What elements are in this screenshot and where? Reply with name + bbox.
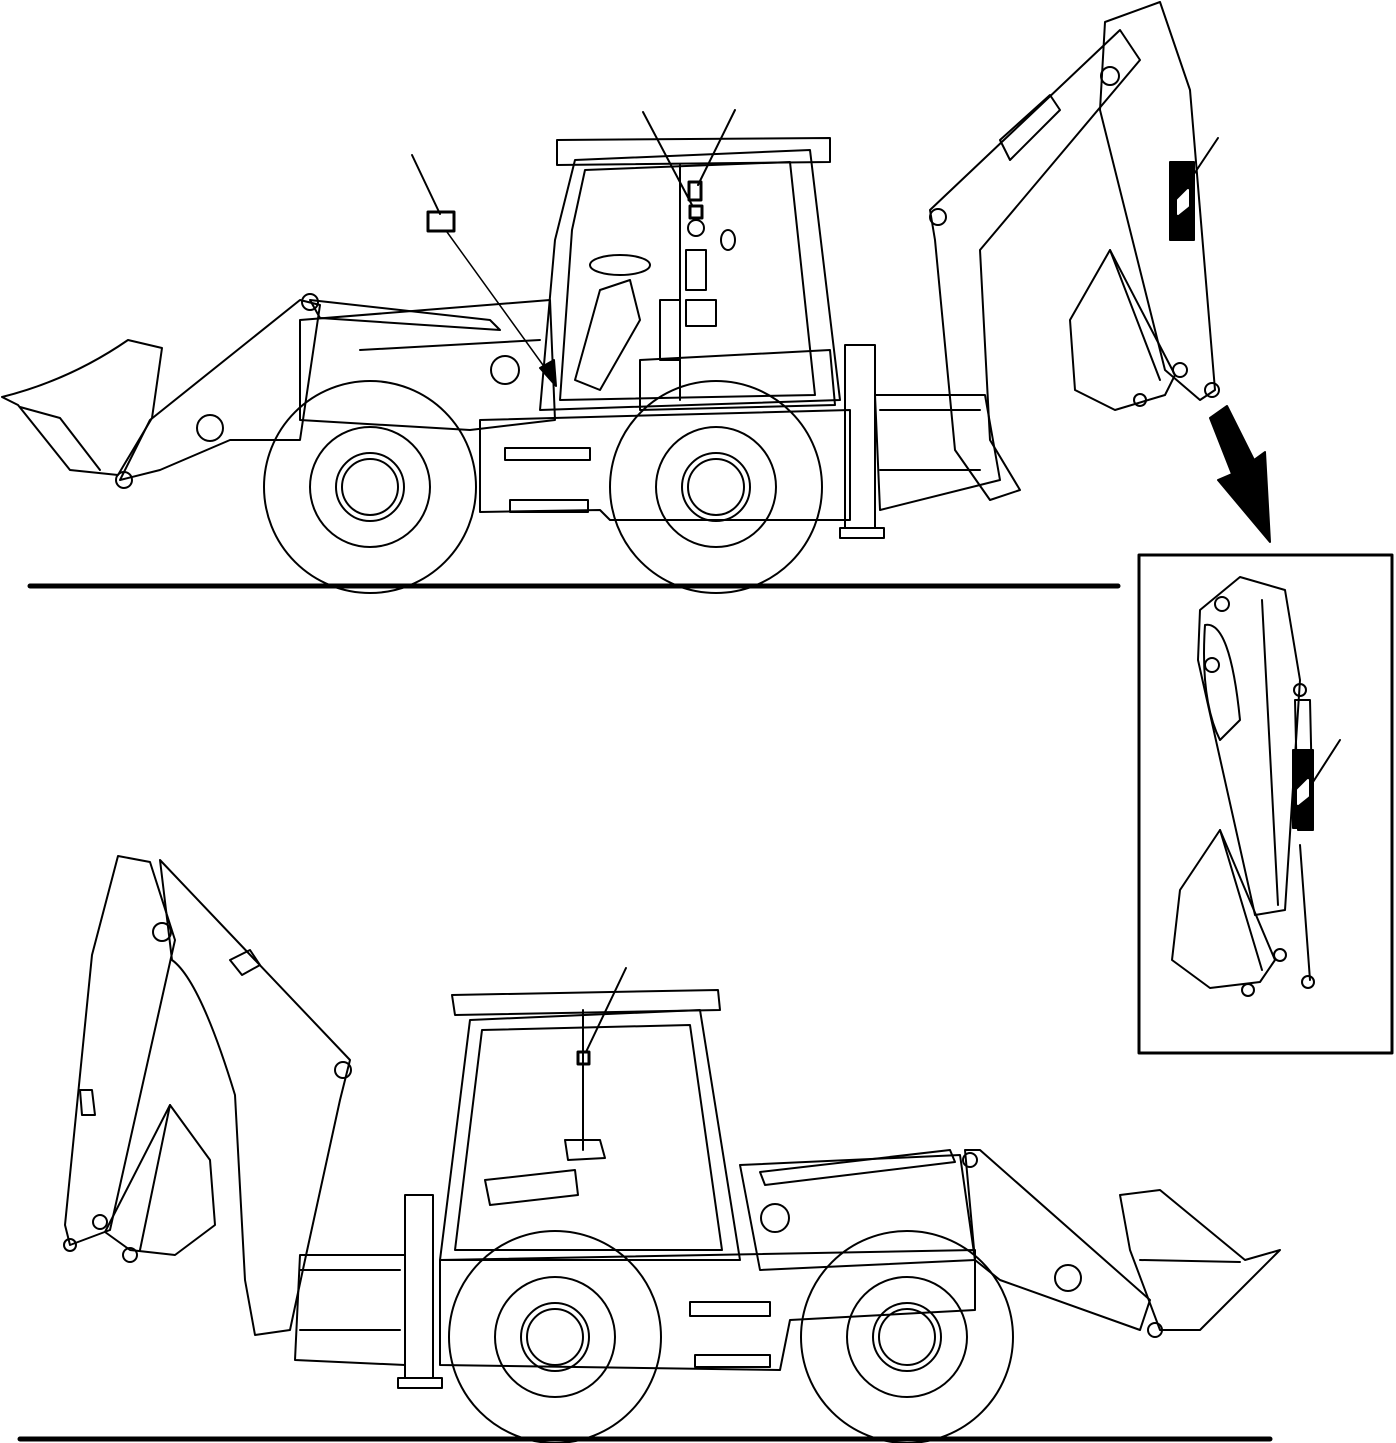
top-chassis [479,409,851,521]
bottom-backhoe-boom [159,859,351,1336]
top-machine-view [1,1,1220,594]
top-loader-arm [119,299,321,481]
bottom-loader-arm [964,1149,1151,1331]
label-marker-icon [576,1050,591,1066]
top-callouts [411,109,1219,387]
pointer-arrow-icon [1209,405,1271,543]
top-cab-frame [539,149,841,411]
bottom-chassis [439,1249,976,1371]
bottom-wheel-left [448,1230,662,1443]
bottom-machine-view [17,855,1281,1443]
bottom-backhoe-bucket [104,1104,216,1256]
top-loader-bucket [1,339,163,476]
bottom-callout-leader [585,967,627,1053]
top-wheel-left [263,380,477,594]
bottom-cab-frame [439,1009,741,1261]
bottom-backhoe-dipper [64,855,176,1246]
bottom-loader-bucket [1119,1189,1281,1331]
top-backhoe-bucket [1069,249,1176,411]
detail-inset [1137,553,1394,1055]
pointer-arrow-icon [539,359,557,387]
bottom-wheel-right [800,1230,1014,1443]
label-marker-icon [426,210,456,233]
top-engine-hood [299,299,556,431]
top-backhoe-boom [929,29,1141,501]
bottom-stabilizer [404,1194,434,1379]
